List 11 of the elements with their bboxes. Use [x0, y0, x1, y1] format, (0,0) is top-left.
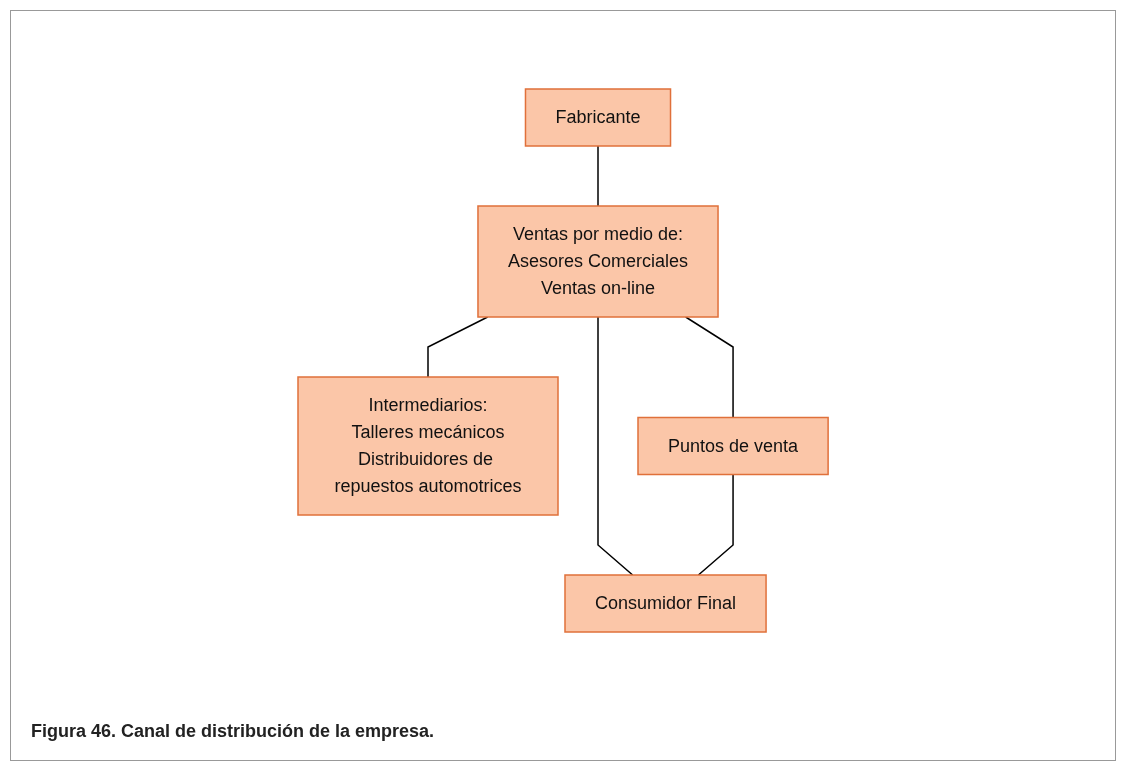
connector — [597, 316, 634, 576]
node-box: Fabricante — [524, 88, 672, 147]
connector — [597, 145, 599, 207]
node-box: Consumidor Final — [564, 574, 767, 633]
node-box: Intermediarios: Talleres mecánicos Distribuidores de repuestos automotrices — [297, 376, 559, 516]
connector — [684, 316, 734, 419]
node-box: Ventas por medio de: Asesores Comerciales Ventas on-line — [477, 205, 719, 318]
node-box: Puntos de venta — [637, 416, 829, 476]
connector — [697, 473, 734, 576]
connector — [427, 316, 489, 378]
figure-caption: Figura 46. Canal de distribución de la empresa. — [31, 721, 435, 742]
